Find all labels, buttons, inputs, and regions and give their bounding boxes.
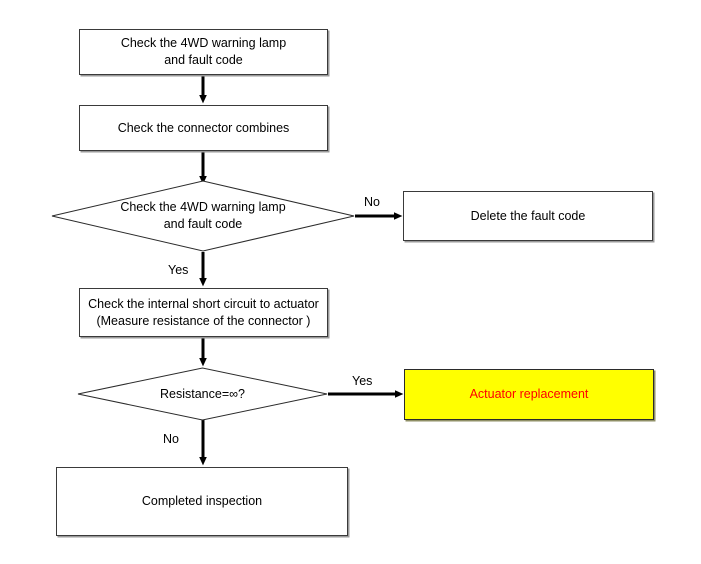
node-check-4wd-warning-lamp-start: Check the 4WD warning lamp and fault cod… — [79, 29, 328, 75]
node-label: Check the 4WD warning lamp and fault cod… — [120, 200, 286, 231]
node-label: Delete the fault code — [470, 208, 586, 223]
node-label: Actuator replacement — [469, 387, 589, 401]
node-label: Check the 4WD warning lamp and fault cod… — [120, 36, 287, 67]
node-check-connector-combines: Check the connector combines — [79, 105, 328, 151]
node-decision-resistance: Resistance=∞? — [77, 367, 328, 421]
edge-label-yes-actuator-replacement: Yes — [352, 374, 373, 388]
node-label: Resistance=∞? — [160, 386, 245, 401]
edge-label-no-completed-inspection: No — [163, 432, 179, 446]
diamond-shape — [77, 367, 328, 421]
diamond-shape — [51, 180, 355, 252]
node-label: Completed inspection — [141, 494, 263, 508]
edge-label-yes-short-circuit: Yes — [168, 263, 189, 277]
node-completed-inspection: Completed inspection — [56, 467, 348, 536]
node-decision-check-4wd-warning-lamp: Check the 4WD warning lamp and fault cod… — [51, 180, 355, 252]
edge-label-no-delete-fault-code: No — [364, 195, 380, 209]
node-label: Check the connector combines — [117, 120, 290, 135]
node-label: Check the internal short circuit to actu… — [88, 296, 319, 328]
node-delete-the-fault-code: Delete the fault code — [403, 191, 653, 241]
node-actuator-replacement: Actuator replacement — [404, 369, 654, 420]
node-check-internal-short-circuit: Check the internal short circuit to actu… — [79, 288, 328, 337]
